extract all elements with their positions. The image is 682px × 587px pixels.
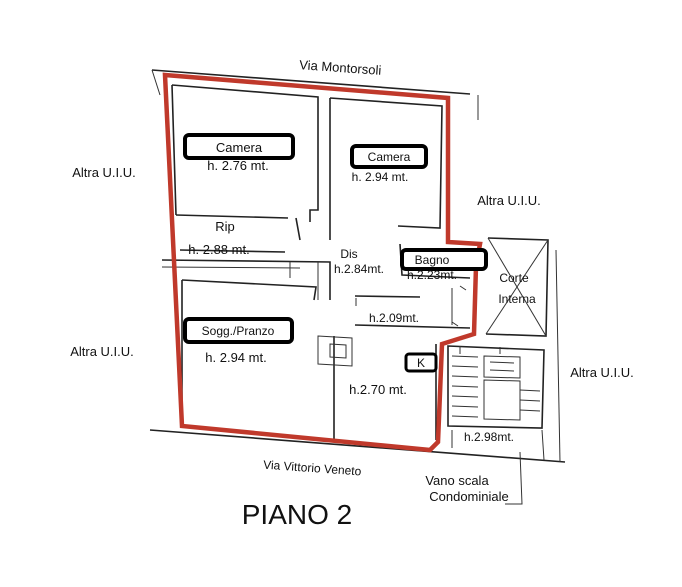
room-height-kitchen: h.2.70 mt. — [349, 382, 407, 397]
stairwell-note-line1: Vano scala — [425, 473, 489, 488]
room-height-dis: h.2.84mt. — [334, 262, 384, 276]
room-label-box-camera-right — [350, 144, 428, 169]
room-label-soggiorno: Sogg./Pranzo — [202, 324, 275, 338]
room-label-camera-left: Camera — [216, 140, 263, 155]
room-label-bagno: Bagno — [415, 253, 450, 267]
room-label-rip: Rip — [215, 219, 235, 234]
building-walls — [149, 69, 566, 505]
room-height-soggiorno: h. 2.94 mt. — [205, 350, 266, 365]
floor-title: PIANO 2 — [242, 499, 352, 530]
street-label-south: Via Vittorio Veneto — [263, 458, 362, 479]
stairwell-note-line2: Condominiale — [429, 489, 509, 504]
stair-steps — [451, 346, 541, 421]
room-label-box-soggiorno — [183, 317, 294, 344]
room-height-camera-left: h. 2.76 mt. — [207, 158, 268, 173]
property-boundary — [162, 72, 483, 453]
room-label-camera-right: Camera — [368, 150, 411, 164]
street-label-north: Via Montorsoli — [299, 57, 382, 78]
room-label-box-kitchen — [404, 352, 438, 373]
neighbor-label-left-bottom: Altra U.I.U. — [70, 344, 134, 359]
neighbor-label-left-top: Altra U.I.U. — [72, 165, 136, 180]
courtyard-label-line1: Corte — [499, 271, 529, 285]
room-height-stairwell: h.2.98mt. — [464, 430, 514, 444]
room-height-hall: h.2.09mt. — [369, 311, 419, 325]
neighbor-label-right-top: Altra U.I.U. — [477, 193, 541, 208]
room-height-camera-right: h. 2.94 mt. — [352, 170, 409, 184]
courtyard-label-line2: Interna — [498, 292, 536, 306]
room-label-box-camera-left — [183, 133, 295, 160]
room-label-box-bagno — [400, 248, 488, 271]
room-label-kitchen: K — [417, 356, 425, 370]
room-label-dis: Dis — [340, 247, 357, 261]
room-height-rip: h. 2.88 mt. — [188, 242, 249, 257]
room-height-bagno: h.2.23mt. — [407, 268, 457, 282]
neighbor-label-right-bottom: Altra U.I.U. — [570, 365, 634, 380]
